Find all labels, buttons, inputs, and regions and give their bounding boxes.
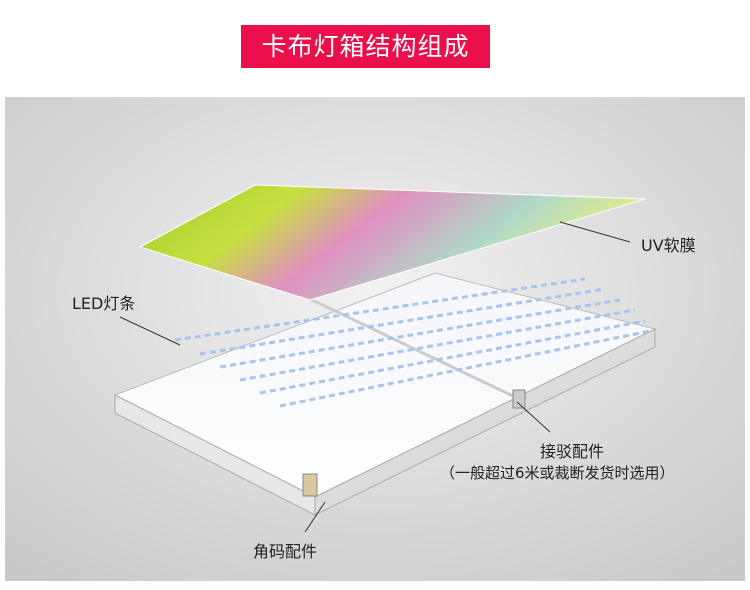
led-strips (174, 277, 651, 408)
corner-label: 角码配件 (253, 542, 318, 561)
lightbox-illustration (5, 97, 745, 581)
uv-film-label: UV软膜 (641, 236, 696, 255)
uv-fabric-film (138, 184, 646, 301)
page-title: 卡布灯箱结构组成 (241, 25, 490, 68)
joint-label: 接驳配件 (540, 442, 605, 461)
joint-note: （一般超过6米或裁断发货时选用） (440, 464, 675, 482)
led-strip-label: LED灯条 (72, 294, 136, 313)
